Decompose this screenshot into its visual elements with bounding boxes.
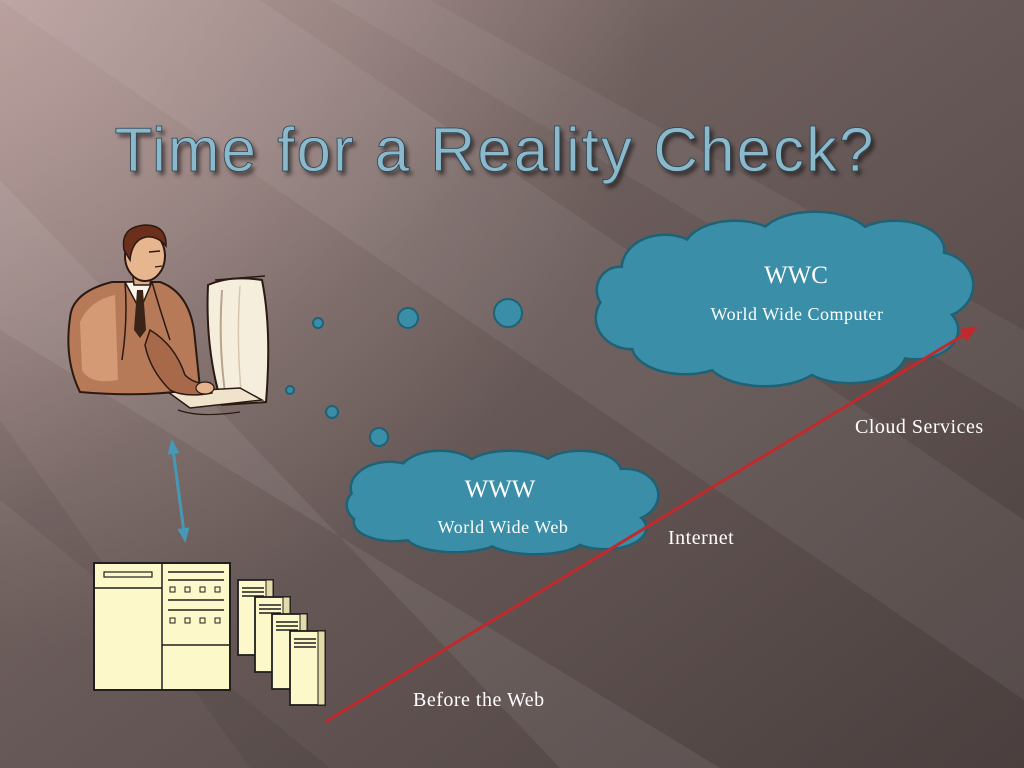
thought-bubble-dot	[369, 427, 389, 447]
slide-title: Time for a Reality Check?	[114, 116, 876, 185]
thought-bubble-dot	[285, 385, 295, 395]
server-tower	[289, 630, 326, 706]
server-rack-icon	[93, 562, 326, 706]
connection-arrow	[167, 439, 190, 543]
user-at-computer-icon	[67, 224, 270, 416]
thought-bubble-dot	[397, 307, 419, 329]
label-internet: Internet	[668, 527, 735, 549]
thought-bubble-dot	[493, 298, 523, 328]
wwc-subheading: World Wide Computer	[710, 304, 884, 324]
thought-bubble-dot	[312, 317, 324, 329]
thought-bubbles	[285, 298, 523, 447]
timeline-arrow	[324, 326, 979, 724]
wwc-heading: WWC	[764, 262, 828, 289]
www-heading: WWW	[464, 476, 536, 503]
light-beam	[0, 0, 1024, 700]
thought-bubble-dot	[325, 405, 339, 419]
wwc-cloud	[597, 213, 972, 385]
label-cloud-services: Cloud Services	[855, 416, 984, 438]
label-before-the-web: Before the Web	[413, 689, 545, 711]
www-subheading: World Wide Web	[437, 517, 569, 537]
